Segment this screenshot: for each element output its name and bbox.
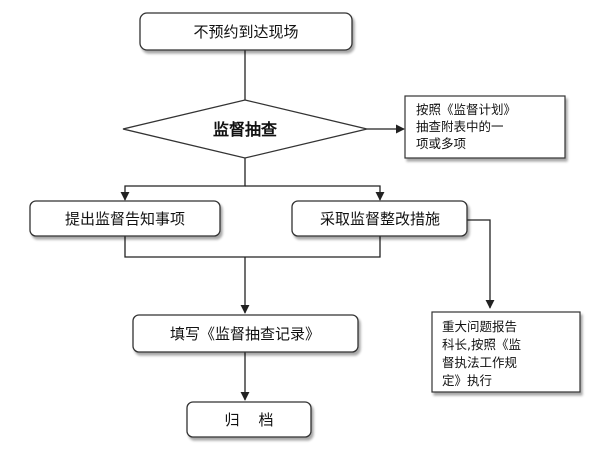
start-node: 不预约到达现场 [139,12,353,51]
top-note-line-1: 按照《监督计划》 [416,102,516,117]
record-node: 填写《监督抽查记录》 [132,314,359,353]
archive-label: 归 档 [224,411,273,429]
right-action-label: 采取监督整改措施 [320,210,440,228]
top-note-line-3: 项或多项 [416,136,466,151]
record-label: 填写《监督抽查记录》 [170,325,320,343]
bottom-note-line-4: 定》执行 [442,373,492,388]
right-action-box [291,200,468,237]
decision-label: 监督抽查 [213,120,277,139]
decision-split-right-line [245,185,385,201]
merge-line [124,236,381,258]
bottom-note-line-3: 督执法工作规 [442,355,517,370]
bottom-note-line-1: 重大问题报告 [442,319,517,334]
top-note-box [404,95,566,159]
archive-node: 归 档 [186,401,312,438]
left-action-box [29,200,221,237]
decision-diamond [122,99,368,159]
top-note-line-2: 抽查附表中的一 [416,119,504,134]
bottom-note-line-2: 科长,按照《监 [442,337,521,352]
right-action-to-note-arrow [467,219,495,309]
archive-box [186,401,312,438]
top-note: 按照《监督计划》 抽查附表中的一 项或多项 [404,95,566,159]
left-action-label: 提出监督告知事项 [65,210,185,228]
right-action-node: 采取监督整改措施 [291,200,468,237]
decision-split-line [120,158,246,201]
bottom-note-box [431,311,581,393]
decision-node: 监督抽查 [122,99,368,159]
record-box [132,314,359,353]
bottom-note: 重大问题报告 科长,按照《监 督执法工作规 定》执行 [431,311,581,393]
connectors [120,50,495,401]
left-action-node: 提出监督告知事项 [29,200,221,237]
start-box [139,12,353,51]
start-label: 不预约到达现场 [193,23,298,41]
